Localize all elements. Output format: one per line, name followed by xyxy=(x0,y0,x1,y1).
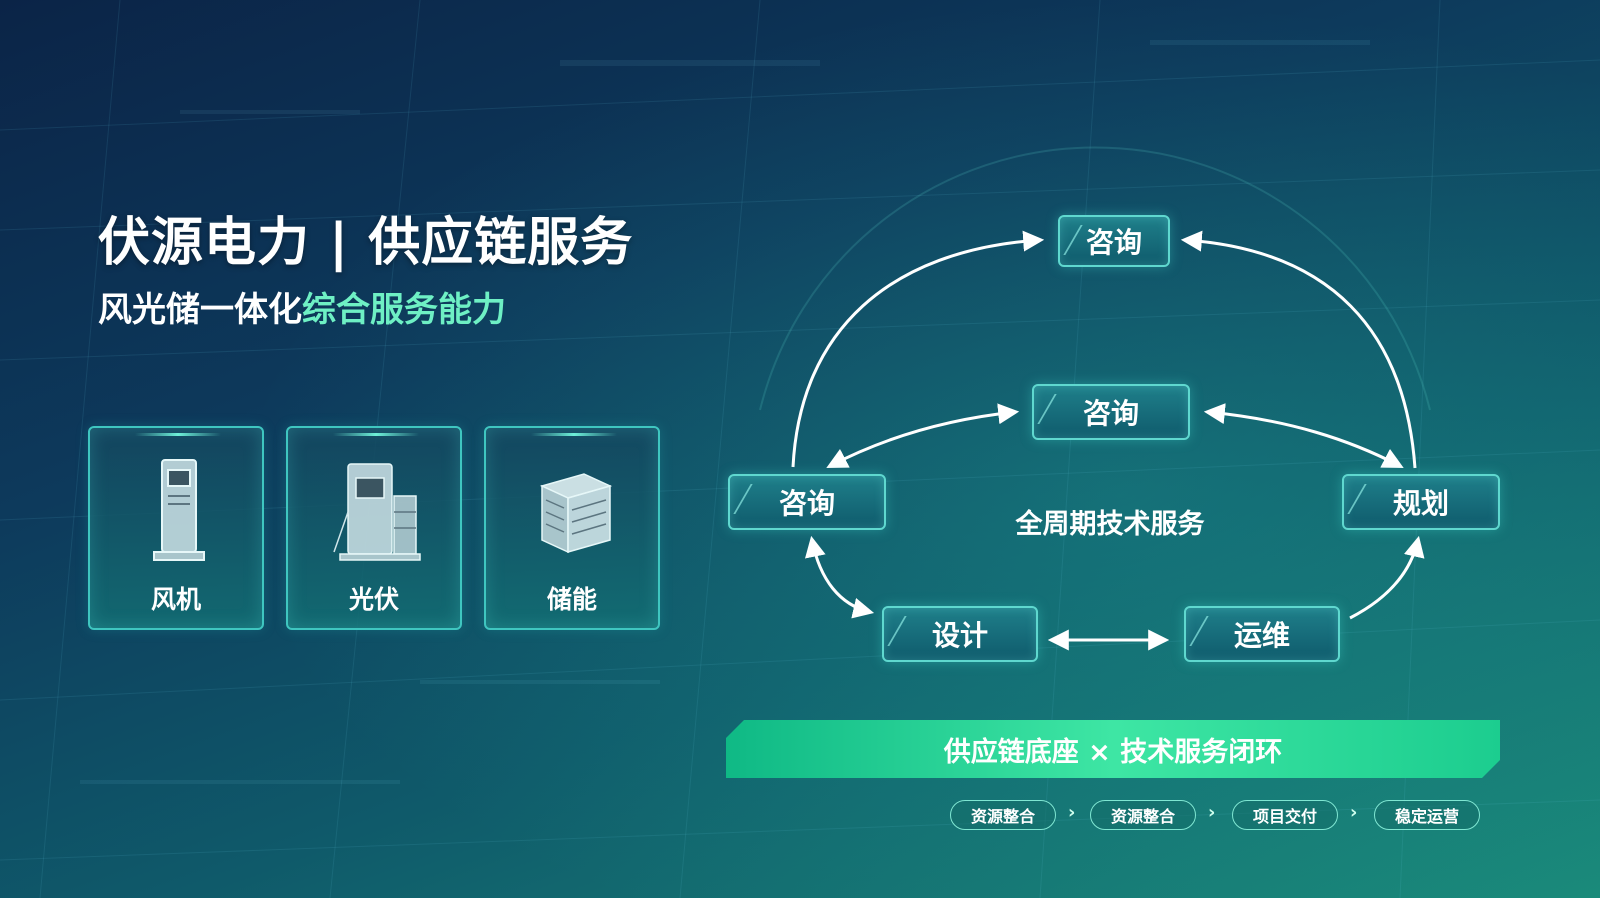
page-subtitle: 风光储一体化综合服务能力 xyxy=(98,282,506,331)
arrow-left-to-top xyxy=(791,230,1045,468)
step-chip[interactable]: 项目交付 xyxy=(1232,800,1338,830)
product-card-storage[interactable]: 储能 xyxy=(484,426,660,630)
node-operations[interactable]: 运维 xyxy=(1184,606,1340,662)
node-consult-left[interactable]: 咨询 xyxy=(728,474,886,530)
inverter-station-icon xyxy=(333,463,421,561)
supply-chain-banner: 供应链底座 × 技术服务闭环 xyxy=(726,720,1500,778)
node-planning[interactable]: 规划 xyxy=(1342,474,1500,530)
card-accent-bar xyxy=(531,433,617,436)
product-label: 光伏 xyxy=(348,585,399,614)
product-card-wind[interactable]: 风机 xyxy=(88,426,264,630)
arrow-ops-to-plan xyxy=(1349,535,1425,620)
card-accent-bar xyxy=(135,433,221,436)
battery-module-icon xyxy=(539,473,613,554)
arrow-left-to-design xyxy=(805,535,875,619)
subtitle-highlight: 综合服务能力 xyxy=(302,290,506,330)
chevron-right-icon: › xyxy=(1068,802,1076,823)
charging-cabinet-icon xyxy=(153,459,205,561)
step-chip[interactable]: 稳定运营 xyxy=(1374,800,1480,830)
product-label: 风机 xyxy=(150,585,201,614)
node-consult-middle[interactable]: 咨询 xyxy=(1032,384,1190,440)
arrow-left-middle xyxy=(826,403,1020,468)
step-chip[interactable]: 资源整合 xyxy=(950,800,1056,830)
step-chip[interactable]: 资源整合 xyxy=(1090,800,1196,830)
arrow-middle-right xyxy=(1203,403,1404,468)
card-accent-bar xyxy=(333,433,419,436)
chevron-right-icon: › xyxy=(1350,802,1358,823)
product-label: 储能 xyxy=(546,585,597,614)
cycle-center-label: 全周期技术服务 xyxy=(1015,509,1205,540)
node-design[interactable]: 设计 xyxy=(882,606,1038,662)
arrow-right-to-top xyxy=(1180,230,1417,469)
page-title: 伏源电力 | 供应链服务 xyxy=(98,213,634,273)
subtitle-main: 风光储一体化 xyxy=(98,290,302,330)
node-consult-top[interactable]: 咨询 xyxy=(1058,215,1170,267)
arrow-group xyxy=(791,230,1425,651)
product-card-solar[interactable]: 光伏 xyxy=(286,426,462,630)
chevron-right-icon: › xyxy=(1208,802,1216,823)
